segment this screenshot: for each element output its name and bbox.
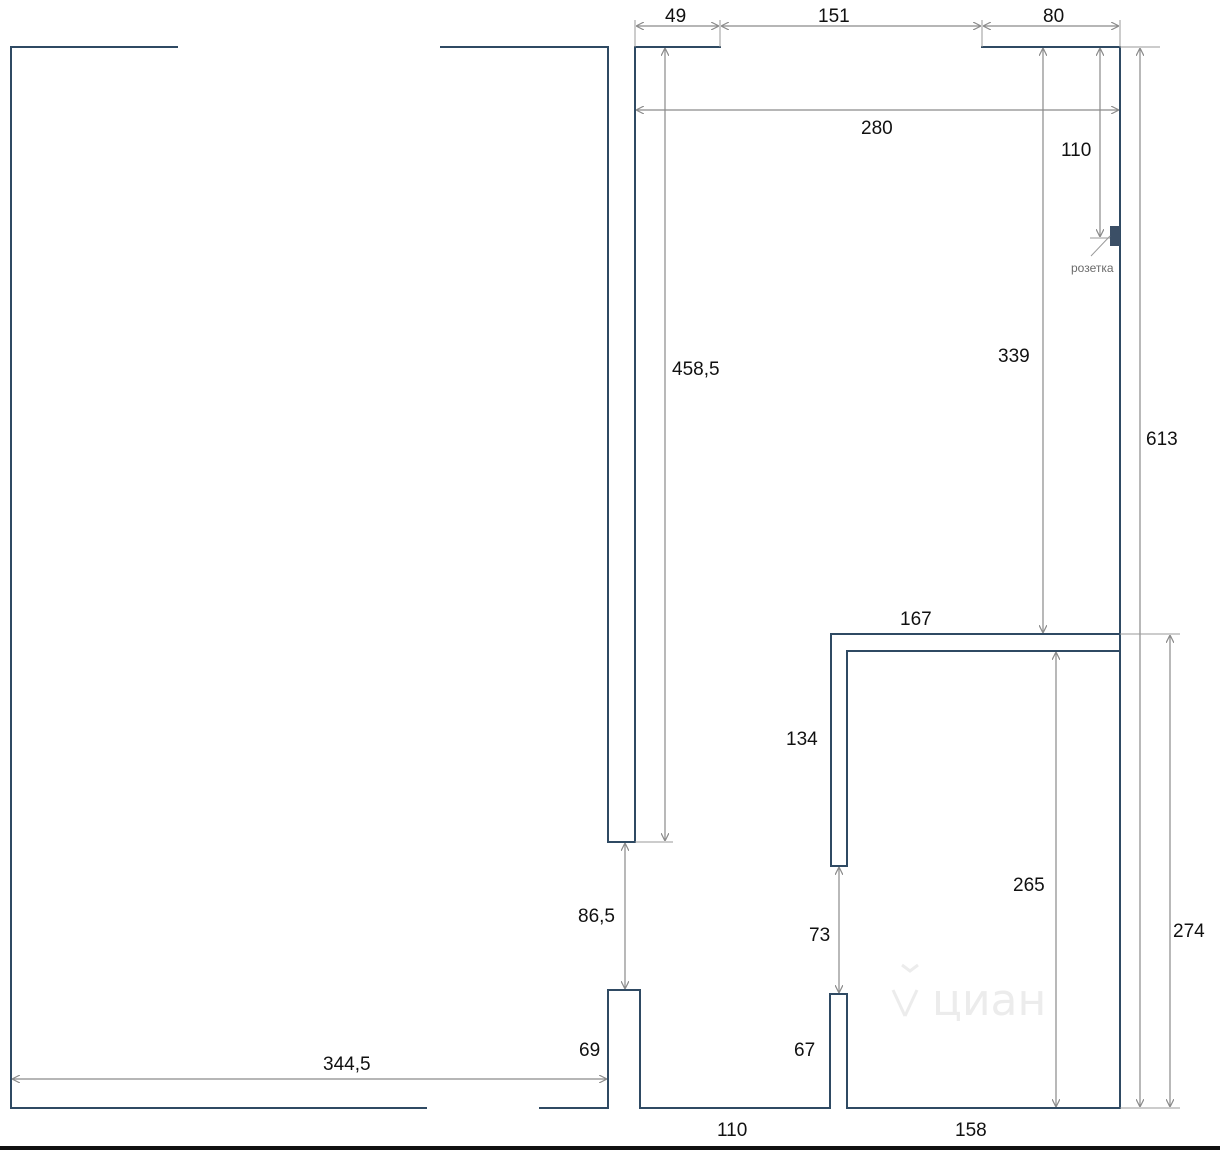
outlet-leader [1090, 235, 1111, 257]
dim-label-67: 67 [794, 1040, 815, 1061]
outlet-label: розетка [1071, 261, 1114, 275]
bottom-border [0, 1146, 1220, 1150]
watermark-text: циан [932, 975, 1046, 1026]
dim-label-274: 274 [1173, 921, 1205, 942]
outlet-icon [1110, 226, 1120, 246]
door-stub-left [607, 989, 831, 1109]
dim-label-280: 280 [861, 118, 893, 139]
partition-wall [607, 46, 721, 843]
inner-partition [830, 633, 1121, 867]
dim-label-80: 80 [1043, 6, 1064, 27]
dim-label-134: 134 [786, 729, 818, 750]
door-stub-right [829, 993, 848, 1109]
dim-label-344-5: 344,5 [323, 1054, 371, 1075]
dim-label-73: 73 [809, 925, 830, 946]
dim-label-613: 613 [1146, 429, 1178, 450]
dim-label-49: 49 [665, 6, 686, 27]
left-room-top-wall [440, 46, 609, 843]
dim-label-458-5: 458,5 [672, 359, 720, 380]
left-room-bottom-wall [539, 989, 609, 1109]
dim-label-167: 167 [900, 609, 932, 630]
left-room-outline [10, 46, 427, 1109]
dim-label-158: 158 [955, 1120, 987, 1141]
dim-label-339: 339 [998, 346, 1030, 367]
dim-label-151: 151 [818, 6, 850, 27]
dim-label-265: 265 [1013, 875, 1045, 896]
dim-label-110-outlet: 110 [1061, 140, 1091, 161]
right-room-top-wall [846, 46, 1121, 1109]
dim-label-69: 69 [579, 1040, 600, 1061]
dim-label-110-bottom: 110 [717, 1120, 747, 1141]
dim-label-86-5: 86,5 [578, 906, 615, 927]
watermark-logo [891, 963, 919, 1017]
